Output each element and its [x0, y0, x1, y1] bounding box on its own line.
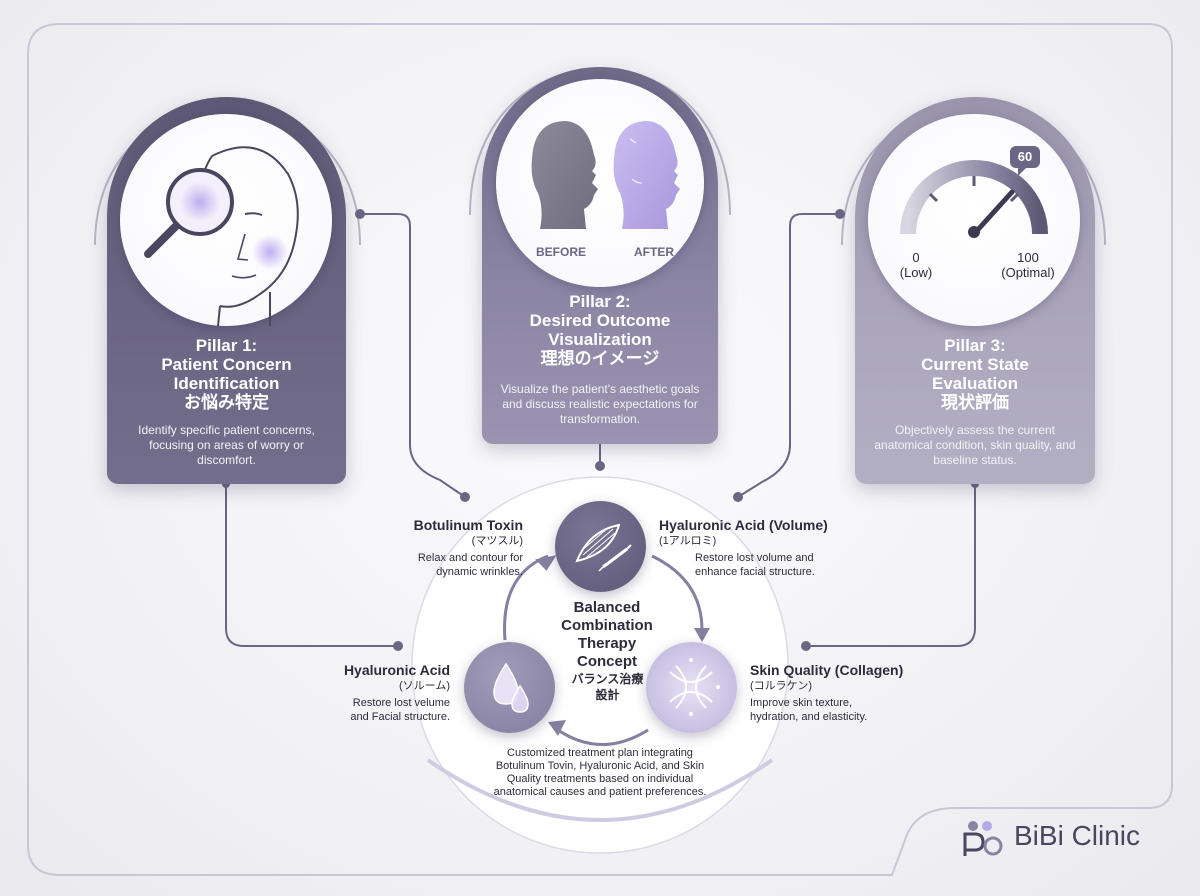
center-description: Customized treatment plan integrating Bo… — [484, 747, 716, 799]
gauge-icon — [868, 114, 1080, 326]
center-jp-line1: バランス治療 — [560, 671, 655, 687]
pillar-2-title-line3: Visualization — [482, 330, 718, 349]
pillar-3-card: 60 0 (Low) 100 (Optimal) Pillar 3: Curre… — [855, 97, 1095, 484]
center-concept-title: Balanced Combination Therapy Concept — [548, 599, 666, 671]
ha-volume-desc-1: Restore lost volume and — [659, 551, 859, 565]
center-jp-line2: 設計 — [560, 687, 655, 703]
botulinum-toxin-title-jp: (マツスル) — [360, 534, 523, 548]
pillar-3-title-line3: Evaluation — [855, 374, 1095, 393]
pillar-3-description: Objectively assess the current anatomica… — [873, 423, 1077, 468]
pillar-1-card: Pillar 1: Patient Concern Identification… — [107, 97, 346, 484]
pillar-1-illustration — [120, 114, 332, 326]
pillar-2-title-line2: Desired Outcome — [482, 311, 718, 330]
gauge-max-value: 100 — [996, 250, 1060, 265]
pillar-1-title-line3: Identification — [107, 374, 346, 393]
gauge-min-label: (Low) — [896, 265, 936, 280]
skin-quality-desc-2: hydration, and elasticity. — [750, 710, 940, 724]
pillar-2-card: BEFORE AFTER Pillar 2: Desired Outcome V… — [482, 67, 718, 444]
droplet-node — [464, 642, 555, 733]
gauge-min-value: 0 — [896, 250, 936, 265]
gauge-min: 0 (Low) — [896, 250, 936, 280]
pillar-3-title-jp: 現状評価 — [855, 393, 1095, 412]
muscle-syringe-icon — [555, 501, 646, 592]
botulinum-toxin-desc-2: dynamic wrinkles. — [360, 565, 523, 579]
gauge-value: 60 — [1010, 149, 1040, 164]
center-line3: Therapy — [548, 635, 666, 653]
pillar-1-description: Identify specific patient concerns, focu… — [125, 423, 328, 468]
after-label: AFTER — [634, 245, 674, 259]
muscle-syringe-node — [555, 501, 646, 592]
hyaluronic-acid-title: Hyaluronic Acid — [320, 662, 450, 679]
ha-volume-title-jp: (1アルロミ) — [659, 534, 859, 548]
ha-volume-label: Hyaluronic Acid (Volume) (1アルロミ) Restore… — [659, 517, 859, 579]
botulinum-toxin-desc-1: Relax and contour for — [360, 551, 523, 565]
center-line2: Combination — [548, 617, 666, 635]
brand-name: BiBi Clinic — [1014, 820, 1140, 852]
center-line1: Balanced — [548, 599, 666, 617]
center-concept-jp: バランス治療 設計 — [560, 671, 655, 703]
skin-quality-desc-1: Improve skin texture, — [750, 696, 940, 710]
hyaluronic-acid-desc-1: Restore lost velume — [320, 696, 450, 710]
center-line4: Concept — [548, 653, 666, 671]
pillar-2-title-jp: 理想のイメージ — [482, 349, 718, 368]
skin-quality-title-jp: (コルラケン) — [750, 679, 940, 693]
pillar-1-title-jp: お悩み特定 — [107, 393, 346, 412]
pillar-3-title-line2: Current State — [855, 355, 1095, 374]
botulinum-toxin-label: Botulinum Toxin (マツスル) Relax and contour… — [360, 517, 523, 579]
skin-quality-title: Skin Quality (Collagen) — [750, 662, 940, 679]
ha-volume-title: Hyaluronic Acid (Volume) — [659, 517, 859, 534]
magnifier-face-icon — [120, 114, 332, 326]
pillar-3-illustration: 60 0 (Low) 100 (Optimal) — [868, 114, 1080, 326]
gauge-max-label: (Optimal) — [996, 265, 1060, 280]
hyaluronic-acid-title-jp: (ソルーム) — [320, 679, 450, 693]
ha-volume-desc-2: enhance facial structure. — [659, 565, 859, 579]
droplet-icon — [464, 642, 555, 733]
before-label: BEFORE — [536, 245, 586, 259]
pillar-3-title-line1: Pillar 3: — [855, 336, 1095, 355]
pillar-2-illustration: BEFORE AFTER — [496, 79, 704, 287]
pillar-1-title-line1: Pillar 1: — [107, 336, 346, 355]
hyaluronic-acid-label: Hyaluronic Acid (ソルーム) Restore lost velu… — [320, 662, 450, 724]
hyaluronic-acid-desc-2: and Facial structure. — [320, 710, 450, 724]
botulinum-toxin-title: Botulinum Toxin — [360, 517, 523, 534]
pillar-2-description: Visualize the patient's aesthetic goals … — [500, 382, 700, 427]
pillar-2-title-line1: Pillar 2: — [482, 292, 718, 311]
pillar-1-title-line2: Patient Concern — [107, 355, 346, 374]
gauge-max: 100 (Optimal) — [996, 250, 1060, 280]
skin-quality-label: Skin Quality (Collagen) (コルラケン) Improve … — [750, 662, 940, 724]
